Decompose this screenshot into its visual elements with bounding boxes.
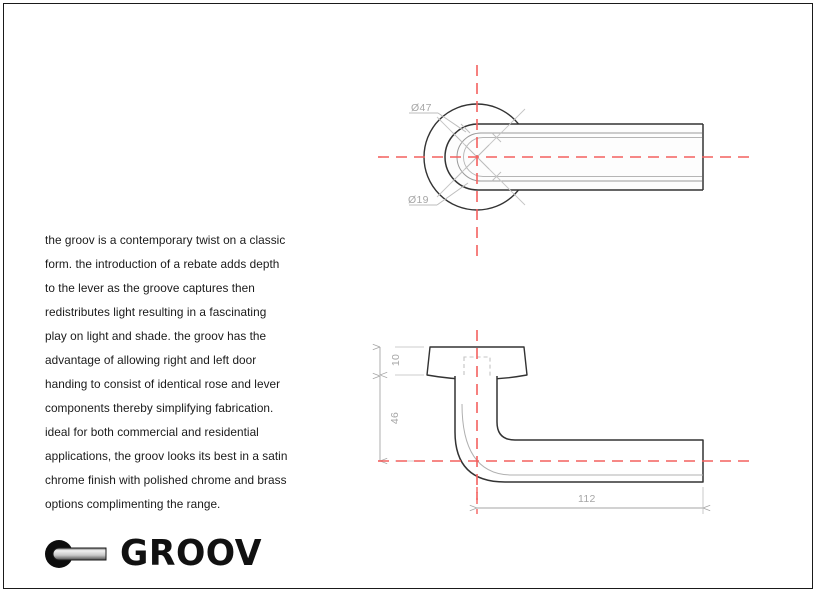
product-description: the groov is a contemporary twist on a c… bbox=[45, 228, 301, 516]
description-line: advantage of allowing right and left doo… bbox=[45, 353, 257, 367]
dimension-112 bbox=[469, 487, 711, 514]
diameter-19-leader bbox=[409, 182, 469, 206]
description-line: applications, the groov looks its best i… bbox=[45, 449, 288, 463]
lever-elevation-profile bbox=[454, 376, 704, 483]
brand-name: GROOV bbox=[120, 533, 262, 574]
sheet-border bbox=[3, 3, 813, 589]
description-line: handing to consist of identical rose and… bbox=[45, 377, 281, 391]
plan-view-group bbox=[378, 65, 752, 256]
dimension-label-diameter-19: Ø19 bbox=[408, 194, 429, 206]
center-tick-marks bbox=[452, 132, 502, 182]
description-line: options complimenting the range. bbox=[45, 497, 221, 511]
dimension-label-diameter-47: Ø47 bbox=[411, 102, 432, 114]
description-line: components thereby simplifying fabricati… bbox=[45, 401, 274, 415]
description-line: redistributes light resulting in a fasci… bbox=[45, 305, 267, 319]
dimension-10 bbox=[372, 343, 424, 379]
dimension-label-46: 46 bbox=[389, 411, 401, 425]
description-line: the groov is a contemporary twist on a c… bbox=[45, 233, 286, 247]
description-line: play on light and shade. the groov has t… bbox=[45, 329, 267, 343]
dimension-label-10: 10 bbox=[390, 353, 402, 367]
lever-outer-profile bbox=[444, 123, 703, 191]
diameter-47-leader bbox=[409, 112, 471, 134]
description-line: ideal for both commercial and residentia… bbox=[45, 425, 259, 439]
brand-logo: GROOV bbox=[44, 536, 268, 572]
dimension-46 bbox=[372, 372, 424, 465]
description-line: form. the introduction of a rebate adds … bbox=[45, 257, 280, 271]
description-line: to the lever as the groove captures then bbox=[45, 281, 255, 295]
lever-handle-logo-icon bbox=[45, 540, 107, 568]
description-line: chrome finish with polished chrome and b… bbox=[45, 473, 287, 487]
dimension-label-112: 112 bbox=[578, 493, 596, 505]
elevation-view-group bbox=[372, 330, 752, 514]
